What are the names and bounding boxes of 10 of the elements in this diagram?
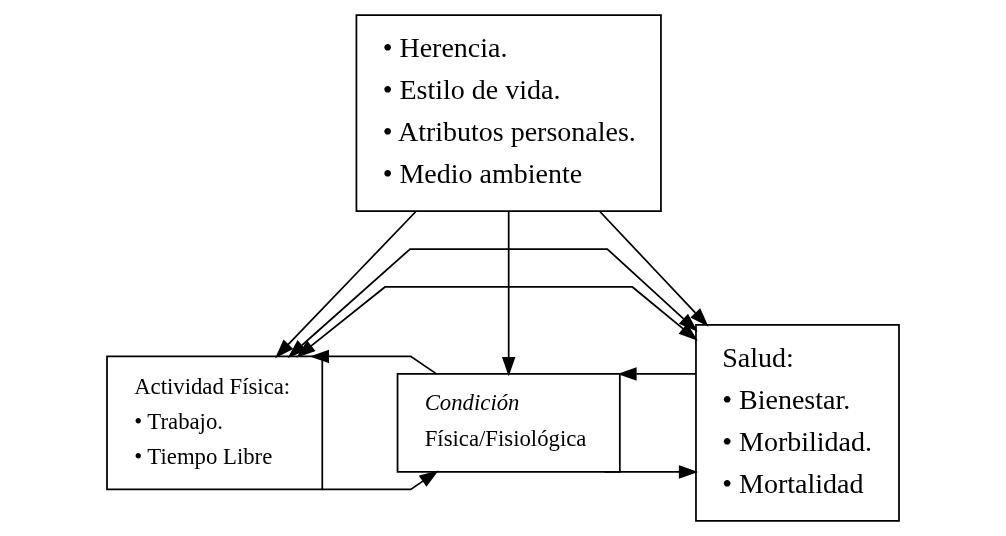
arrow: [321, 470, 439, 491]
node-box: Actividad Física: • Trabajo. • Tiempo Libre: [106, 355, 324, 491]
node-box: Condición Física/Fisiológica: [396, 373, 621, 473]
arrow: [599, 210, 709, 327]
node-box: Salud: • Bienestar. • Morbilidad. • Mortalidad: [695, 324, 900, 522]
arrow: [309, 349, 438, 375]
arrow: [617, 367, 697, 381]
node-box: • Herencia. • Estilo de vida. • Atributos personales. • Medio ambiente: [355, 14, 662, 212]
arrow: [501, 210, 516, 377]
arrow: [603, 465, 699, 479]
